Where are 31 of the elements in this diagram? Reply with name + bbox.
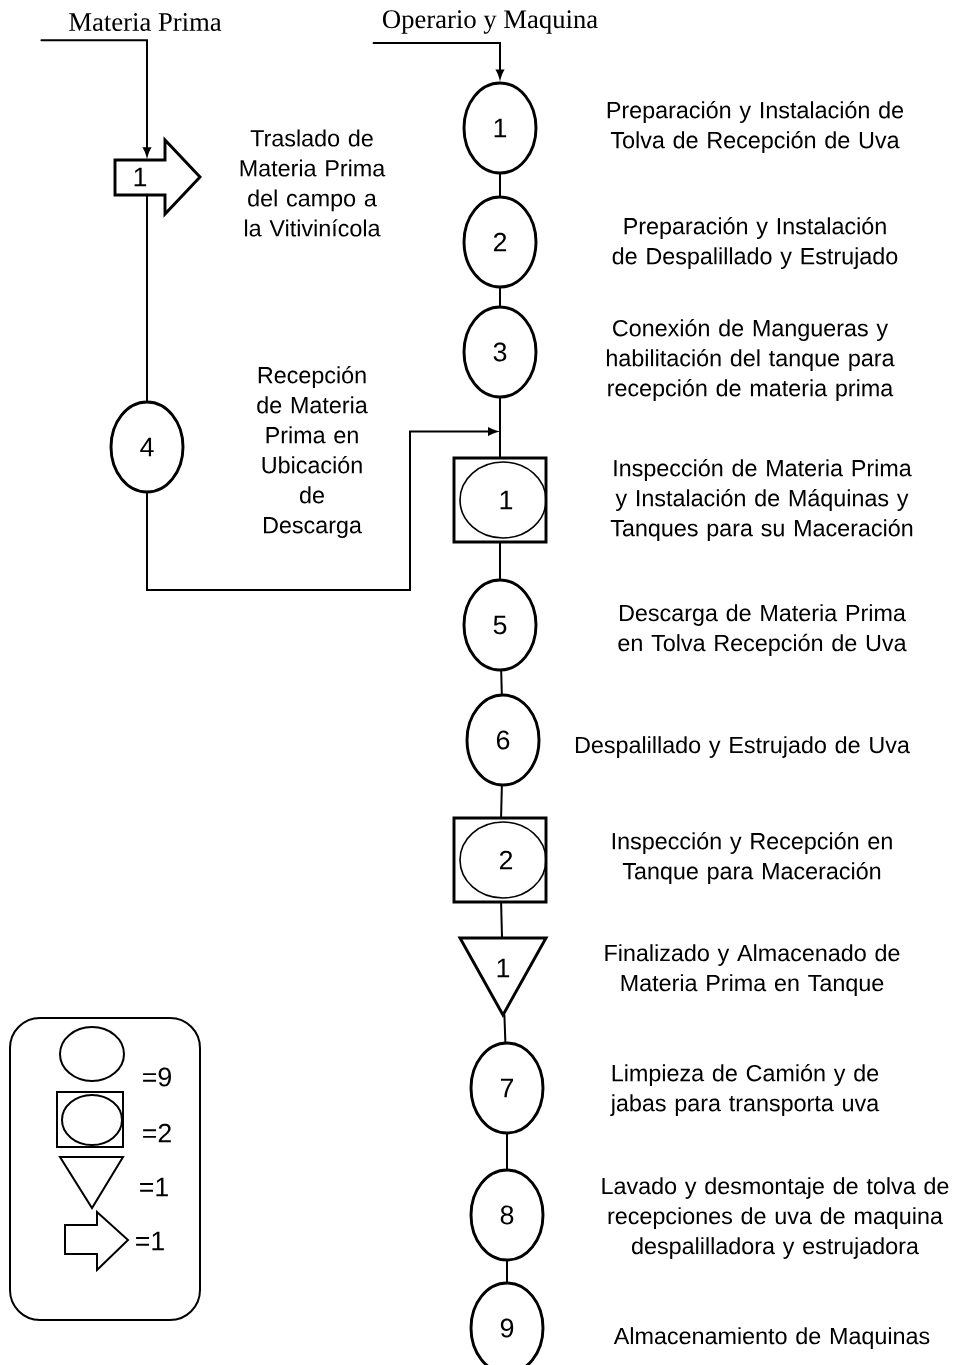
connector — [500, 670, 503, 695]
connector — [372, 42, 504, 79]
connector — [499, 173, 501, 197]
step-description: Preparación y Instalación de Despalillado y Estrujado — [612, 217, 898, 270]
connector — [500, 785, 503, 818]
legend-text: =9 — [143, 1067, 171, 1087]
step-description: Limpieza de Camión y de jabas para transporta uva — [610, 1064, 880, 1117]
connector — [499, 397, 501, 458]
step-description: Conexión de Mangueras y habilitación del tanque para recepción de materia prima — [606, 319, 895, 402]
legend-text: =2 — [143, 1123, 171, 1143]
step-description: Finalizado y Almacenado de Materia Prima en Tanque — [605, 944, 900, 996]
connector — [499, 287, 501, 307]
step-description: Preparación y Instalación de Tolva de Recepción de Uva — [607, 101, 904, 154]
step-description: Traslado de Materia Prima del campo a la Vitivinícola — [240, 129, 386, 237]
connector — [146, 193, 148, 402]
connector — [503, 1014, 507, 1043]
legend-text: =1 — [140, 1177, 168, 1197]
connector — [506, 1133, 508, 1170]
step-description: Inspección de Materia Prima y Instalación de Máquinas y Tanques para su Maceración — [610, 459, 913, 542]
connector — [500, 902, 503, 938]
legend-text: =1 — [136, 1231, 164, 1251]
step-description: Inspección y Recepción en Tanque para Maceración — [612, 832, 892, 885]
step-description: Lavado y desmontaje de tolva de recepciones de uva de maquina despalilladora y estrujadora — [602, 1177, 949, 1259]
column-header: Materia Prima — [69, 13, 222, 31]
connector — [499, 542, 501, 580]
connector — [506, 1260, 508, 1283]
step-description: Almacenamiento de Maquinas — [613, 1327, 930, 1349]
step-description: Despalillado y Estrujado de Uva — [575, 736, 910, 758]
step-description: Descarga de Materia Prima en Tolva Recepción de Uva — [618, 604, 907, 656]
connector — [40, 39, 151, 157]
column-header: Operario y Maquina — [383, 10, 598, 34]
